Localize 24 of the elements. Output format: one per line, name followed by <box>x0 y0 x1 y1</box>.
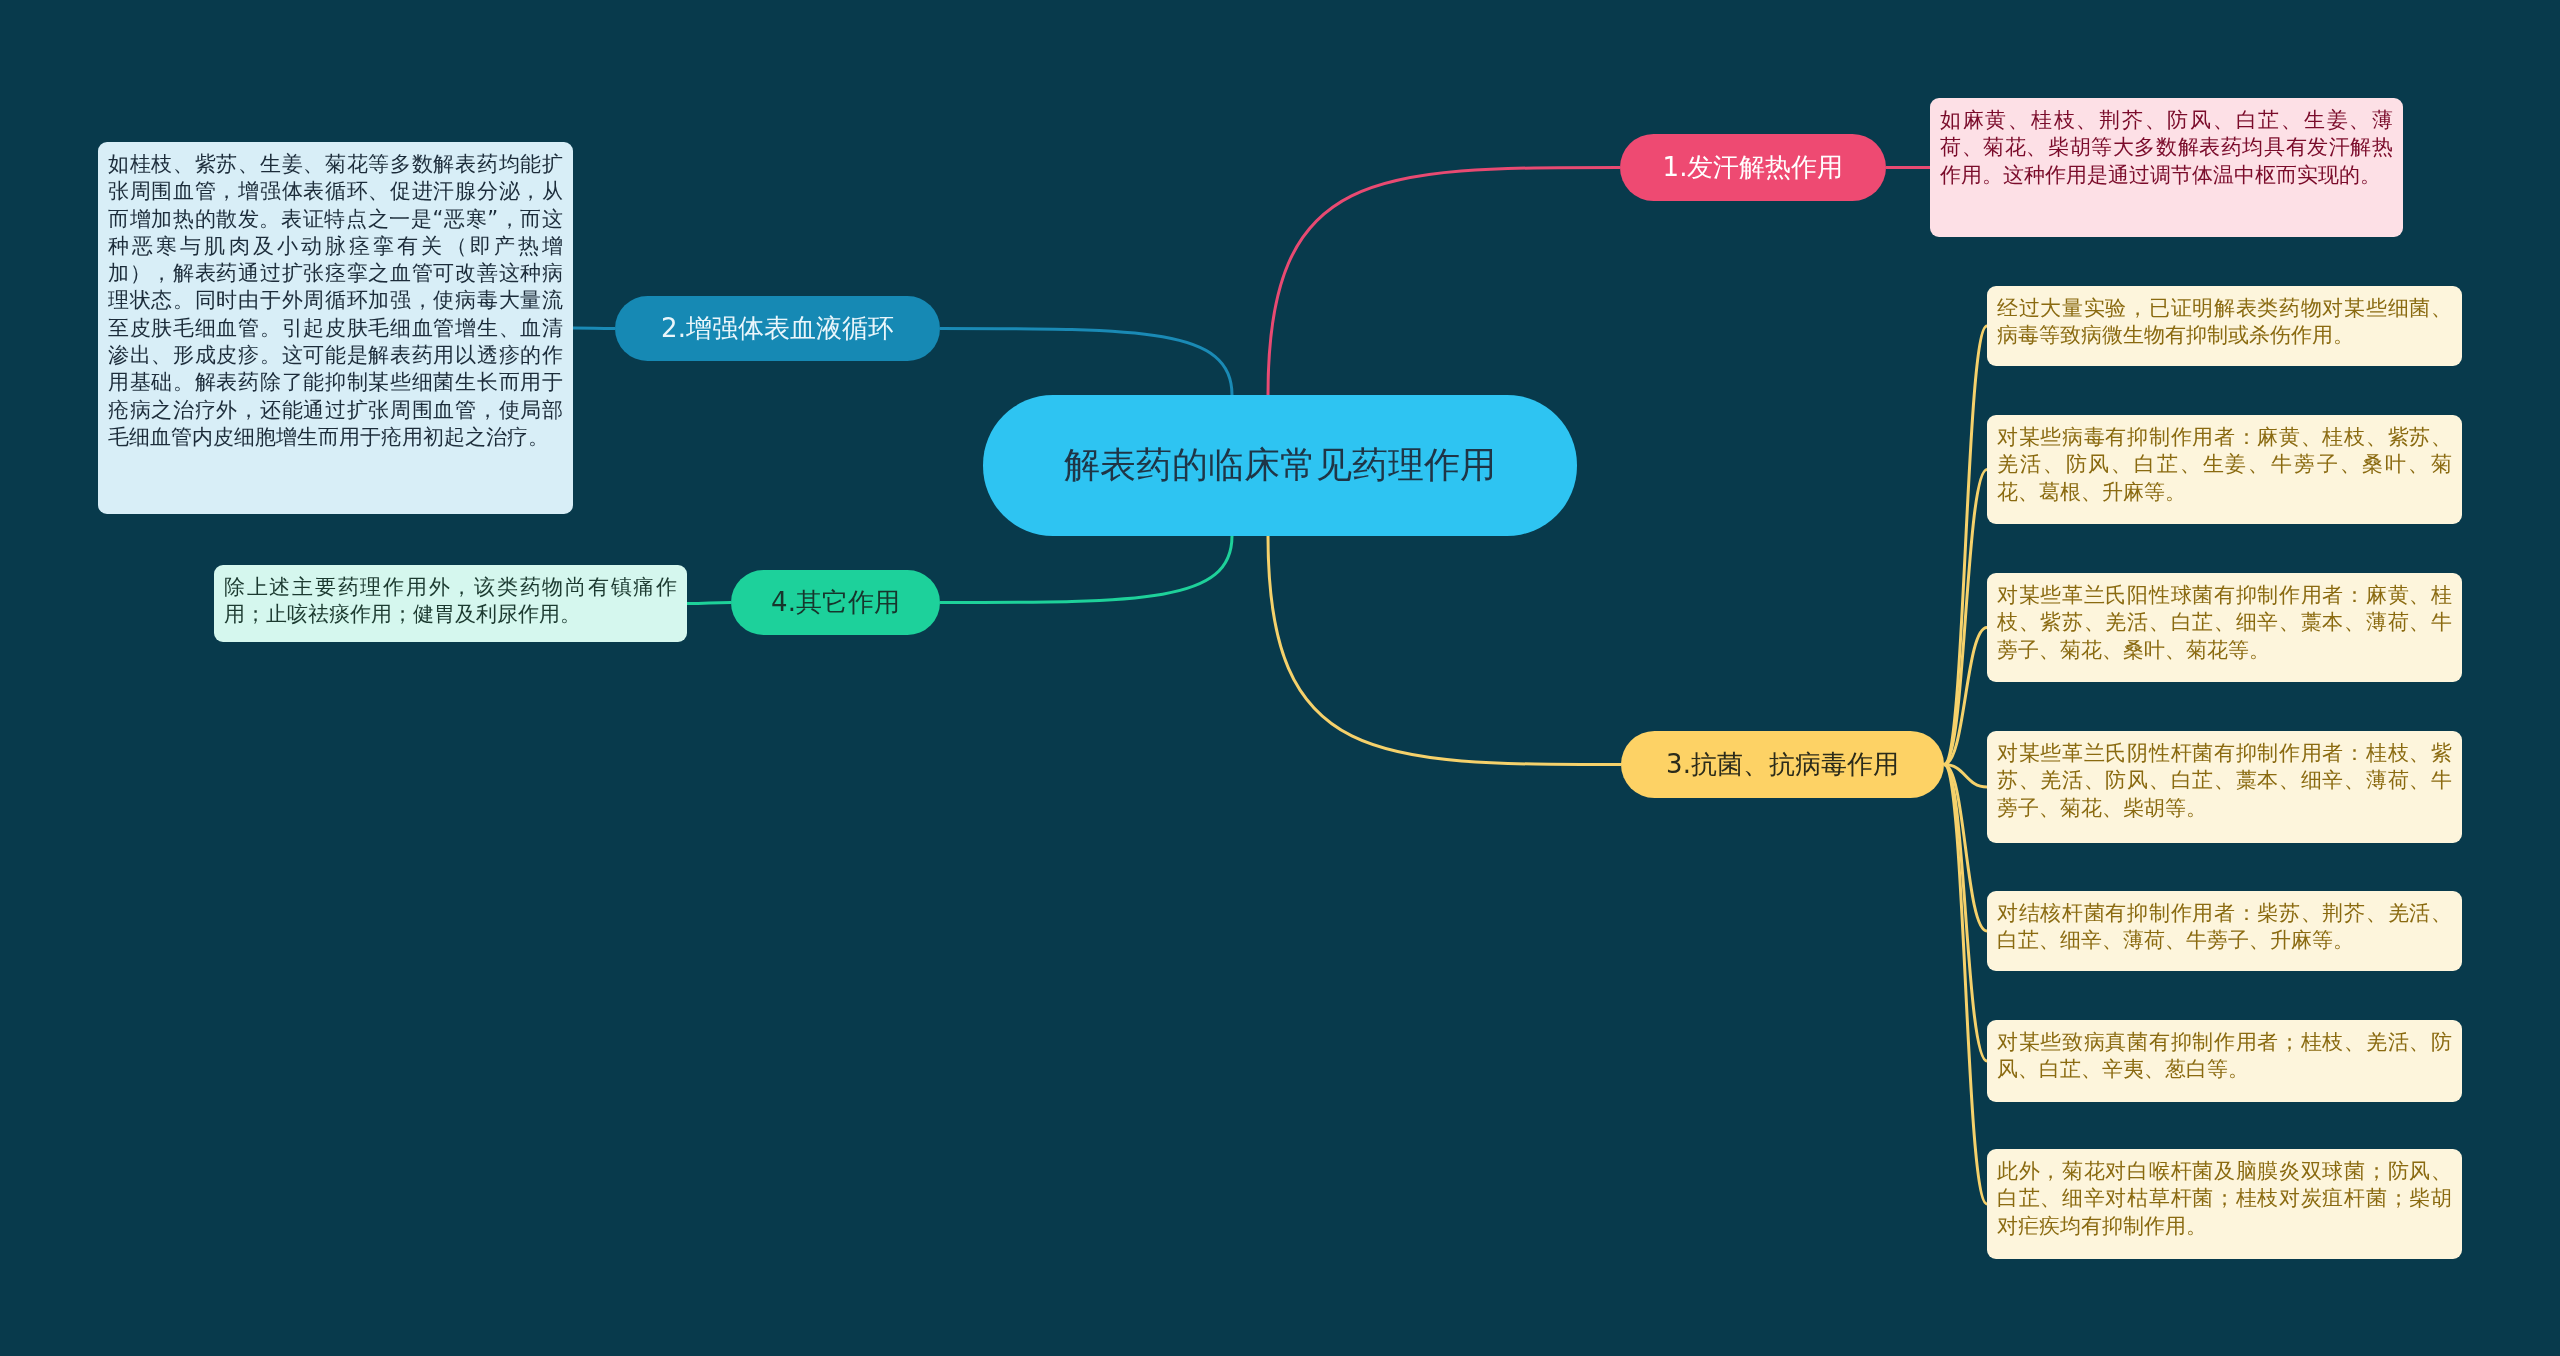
central-topic: 解表药的临床常见药理作用 <box>983 395 1577 536</box>
topic-pill: 3.抗菌、抗病毒作用 <box>1621 731 1944 798</box>
connector-line <box>1886 166 1930 169</box>
topic-pill: 2.增强体表血液循环 <box>615 296 940 361</box>
connector-line <box>940 327 1234 396</box>
note-card: 经过大量实验，已证明解表类药物对某些细菌、病毒等致病微生物有抑制或杀伤作用。 <box>1987 286 2462 366</box>
note-card: 对结核杆菌有抑制作用者：柴苏、荆芥、羌活、白芷、细辛、薄荷、牛蒡子、升麻等。 <box>1987 891 2462 971</box>
note-card: 此外，菊花对白喉杆菌及脑膜炎双球菌；防风、白芷、细辛对枯草杆菌；桂枝对炭疽杆菌；柴胡对疟疾均有抑制作用。 <box>1987 1149 2462 1259</box>
connector-line <box>573 326 615 330</box>
note-card: 如桂枝、紫苏、生姜、菊花等多数解表药均能扩张周围血管，增强体表循环、促进汗腺分泌，从而增加热的散发。表证特点之一是“恶寒”，而这种恶寒与肌肉及小动脉痉挛有关（即产热增加），解表药通过扩张痉挛之血管可改善这种病理状态。同时由于外周循环加强，使病毒大量流至皮肤毛细血管。引起皮肤毛细血管增生、血清渗出、形成皮疹。这可能是解表药用以透疹的作用基础。解表药除了能抑制某些细菌生长而用于疮病之治疗外，还能通过扩张周围血管，使局部毛细血管内皮细胞增生而用于疮用初起之治疗。 <box>98 142 573 514</box>
note-card: 对某些革兰氏阳性球菌有抑制作用者：麻黄、桂枝、紫苏、羌活、白芷、细辛、藁本、薄荷、牛蒡子、菊花、桑叶、菊花等。 <box>1987 573 2462 682</box>
topic-pill: 4.其它作用 <box>731 570 940 635</box>
connector-line <box>1942 763 1989 1205</box>
connector-line <box>1266 535 1621 766</box>
note-card: 除上述主要药理作用外，该类药物尚有镇痛作用；止咳祛痰作用；健胃及利尿作用。 <box>214 565 687 642</box>
topic-pill: 1.发汗解热作用 <box>1620 134 1886 201</box>
note-card: 对某些致病真菌有抑制作用者；桂枝、羌活、防风、白芷、辛夷、葱白等。 <box>1987 1020 2462 1102</box>
connector-line <box>1942 468 1989 766</box>
note-card: 如麻黄、桂枝、荆芥、防风、白芷、生姜、薄荷、菊花、柴胡等大多数解表药均具有发汗解热作用。这种作用是通过调节体温中枢而实现的。 <box>1930 98 2403 237</box>
connector-line <box>1266 166 1620 396</box>
note-card: 对某些革兰氏阴性杆菌有抑制作用者：桂枝、紫苏、羌活、防风、白芷、藁本、细辛、薄荷、牛蒡子、菊花、柴胡等。 <box>1987 731 2462 843</box>
note-card: 对某些病毒有抑制作用者：麻黄、桂枝、紫苏、羌活、防风、白芷、生姜、牛蒡子、桑叶、菊花、葛根、升麻等。 <box>1987 415 2462 524</box>
connector-line <box>687 601 731 605</box>
connector-line <box>940 535 1234 604</box>
